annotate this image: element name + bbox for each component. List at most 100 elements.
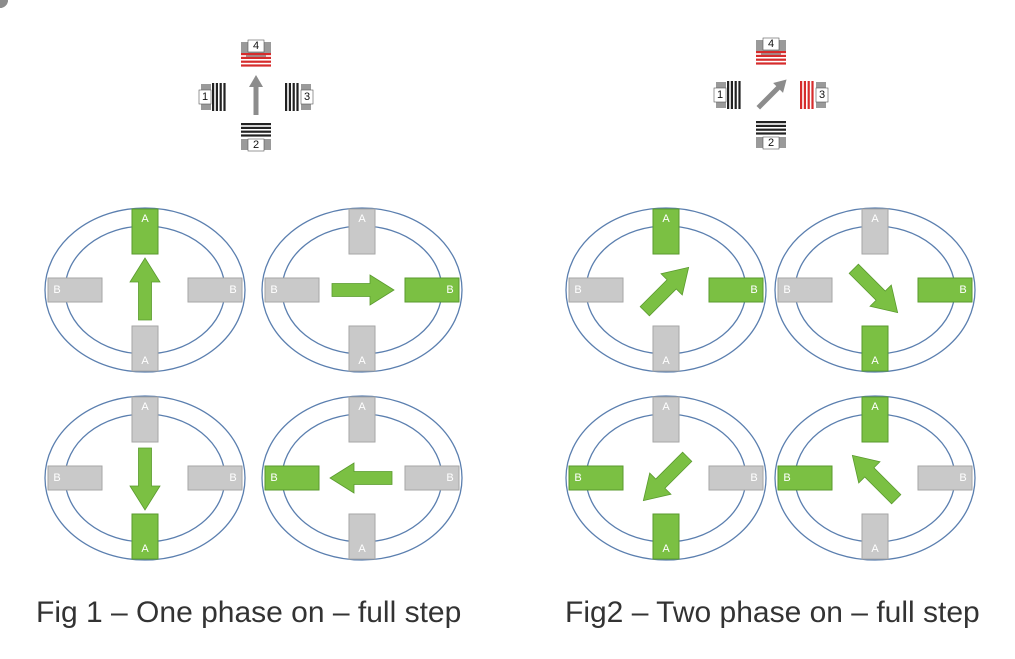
coil-2-winding — [756, 128, 786, 131]
pole-label: B — [783, 472, 790, 484]
rotor-icon — [756, 79, 787, 110]
coil-4-winding — [241, 53, 271, 56]
arrow-shape — [639, 266, 690, 317]
pole-right — [917, 465, 973, 491]
pole-label: B — [574, 472, 581, 484]
rotor-field-arrow — [329, 462, 393, 494]
pole-top-active — [652, 208, 680, 255]
pole-left-active — [264, 465, 320, 491]
pole-bottom-active — [131, 513, 159, 560]
pole-label: B — [959, 284, 966, 296]
coil-4-winding — [756, 51, 786, 54]
rotor-field-arrow — [129, 257, 161, 321]
pole-right — [404, 465, 460, 491]
coil-1-label-box — [713, 87, 727, 103]
coil-2-label-box — [247, 138, 265, 152]
pole-label: A — [358, 355, 366, 367]
coil-1-label-box — [198, 89, 212, 105]
stator-outer-ring — [44, 395, 246, 561]
pole-label: B — [750, 284, 757, 296]
stator-outer-ring — [44, 207, 246, 373]
fig1-caption: Fig 1 – One phase on – full step — [36, 596, 462, 629]
pole-label: B — [959, 472, 966, 484]
coil-4-winding — [241, 56, 271, 59]
coil-3-winding — [803, 81, 806, 109]
coil-1-winding — [212, 83, 215, 111]
pole-bottom — [348, 513, 376, 560]
coil-1-winding — [730, 81, 733, 109]
coil-3-winding — [296, 83, 299, 111]
coil-3-label: 3 — [304, 91, 310, 103]
pole-label: A — [141, 543, 149, 555]
coil-3-winding — [807, 81, 810, 109]
coil-4-core — [246, 53, 266, 58]
coil-4-label-box — [247, 39, 265, 53]
pole-label: A — [662, 543, 670, 555]
pole-label: B — [574, 284, 581, 296]
coil-2-winding — [241, 130, 271, 133]
pole-left-active — [568, 465, 624, 491]
arrow-shape — [851, 454, 902, 505]
rotor-shaft — [253, 85, 259, 115]
coil-4-label: 4 — [253, 40, 259, 52]
coil-3-label-box — [300, 89, 314, 105]
stator-outer-ring — [565, 207, 767, 373]
coil-2-label: 2 — [253, 139, 259, 151]
stator-outer-ring — [261, 207, 463, 373]
rotor-icon — [249, 75, 263, 115]
coil-4-core — [761, 51, 781, 56]
rotor-arrowhead — [249, 75, 263, 87]
coil-4-winding — [241, 60, 271, 63]
pole-right-active — [708, 277, 764, 303]
pole-label: A — [871, 355, 879, 367]
coil-4-winding — [756, 62, 786, 65]
pole-label: A — [662, 213, 670, 225]
pole-right — [187, 277, 243, 303]
coil-1-winding — [215, 83, 218, 111]
coil-4-winding — [241, 64, 271, 67]
pole-label: B — [229, 472, 236, 484]
arrow-shape — [129, 257, 161, 321]
coil-2-winding — [241, 134, 271, 137]
pole-right-active — [917, 277, 973, 303]
pole-label: A — [141, 213, 149, 225]
coil-1-winding — [734, 81, 737, 109]
arrow-shape — [129, 447, 161, 511]
coil-1-winding — [727, 81, 730, 109]
coil-2-label-box — [762, 136, 780, 150]
coil-4-winding — [756, 58, 786, 61]
pole-top — [348, 208, 376, 255]
pole-bottom — [348, 325, 376, 372]
pole-label: B — [270, 472, 277, 484]
coil-1-winding — [738, 81, 741, 109]
stator-outer-ring — [774, 395, 976, 561]
pole-bottom — [652, 325, 680, 372]
rotor-field-arrow — [851, 454, 902, 505]
pole-top — [861, 208, 889, 255]
fig2-caption: Fig2 – Two phase on – full step — [565, 596, 980, 629]
arrow-shape — [329, 462, 393, 494]
pole-label: A — [358, 543, 366, 555]
pole-left-active — [777, 465, 833, 491]
pole-left — [264, 277, 320, 303]
coil-3-winding — [285, 83, 288, 111]
pole-top-active — [861, 396, 889, 443]
rotor-field-arrow — [642, 451, 693, 502]
pole-right — [708, 465, 764, 491]
pole-label: B — [446, 472, 453, 484]
pole-label: B — [783, 284, 790, 296]
pole-left — [568, 277, 624, 303]
arrow-shape — [642, 451, 693, 502]
pole-label: A — [871, 401, 879, 413]
coil-2-winding — [241, 123, 271, 126]
pole-right — [187, 465, 243, 491]
stator-outer-ring — [774, 207, 976, 373]
coil-1-label: 1 — [717, 89, 723, 101]
pole-label: A — [358, 213, 366, 225]
pole-label: B — [750, 472, 757, 484]
